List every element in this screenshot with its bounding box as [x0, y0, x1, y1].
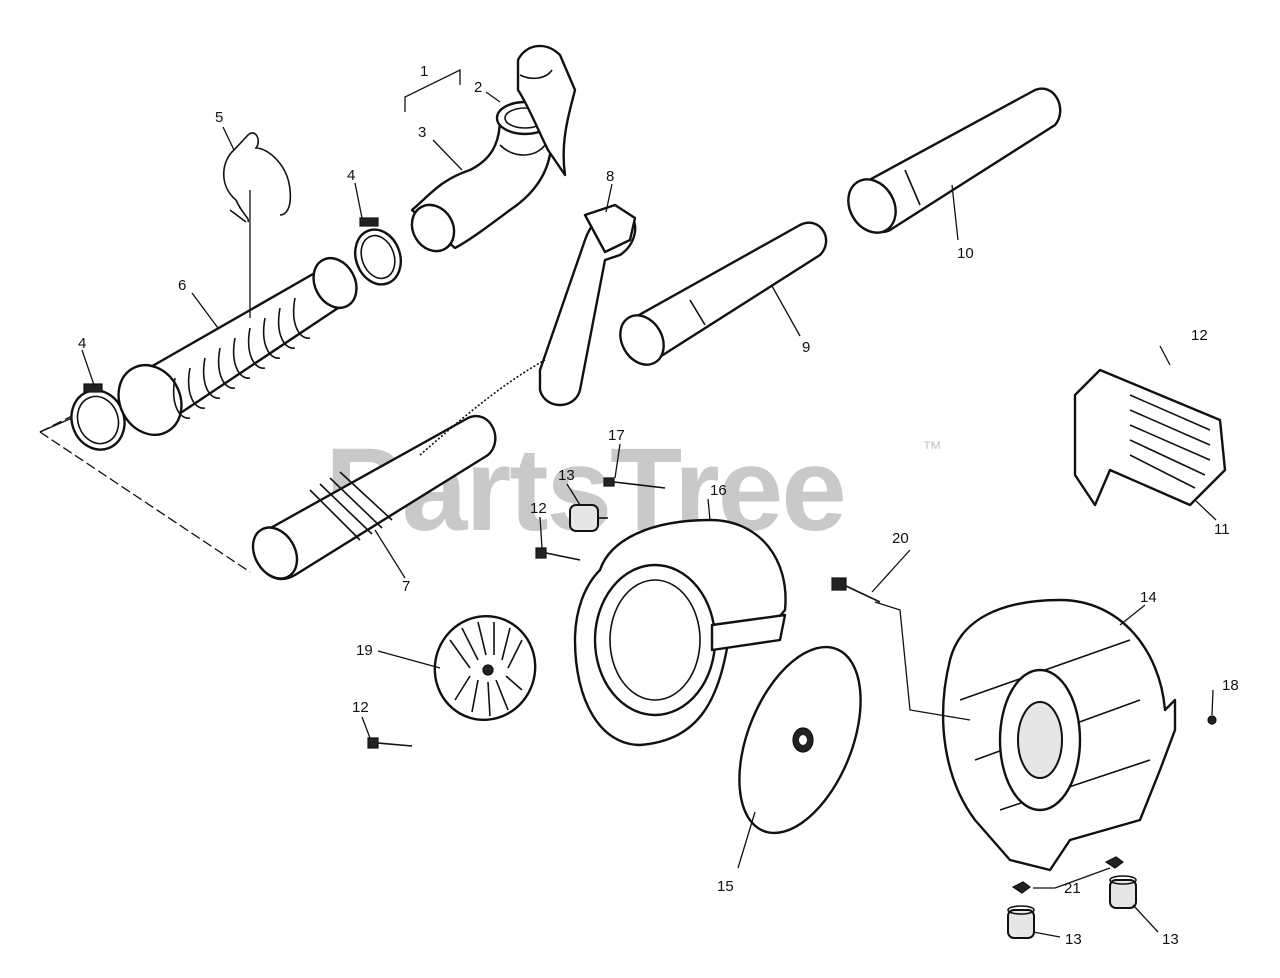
callout-13-lower-right: 13 [1162, 931, 1179, 948]
callout-16: 16 [710, 482, 727, 499]
part-mount-upper[interactable] [569, 504, 608, 532]
callout-9: 9 [802, 339, 810, 356]
part-washers-21[interactable] [1011, 856, 1125, 894]
part-mount-lower-right[interactable] [1109, 875, 1137, 909]
watermark-trademark: ™ [922, 438, 942, 460]
leader-lines [81, 68, 1217, 938]
part-handle[interactable] [419, 203, 637, 456]
callout-11: 11 [1214, 521, 1230, 538]
callout-10: 10 [957, 245, 974, 262]
callout-4-upper: 4 [347, 167, 355, 184]
part-blower-housing[interactable] [573, 518, 787, 747]
part-tube-middle[interactable] [612, 221, 828, 373]
part-screw-12-lower[interactable] [367, 737, 413, 749]
part-cooling-fan[interactable] [421, 603, 548, 733]
callout-5: 5 [215, 109, 223, 126]
part-flex-hose[interactable] [107, 251, 365, 446]
callout-12-upper: 12 [1191, 327, 1208, 344]
part-hose-clip[interactable] [223, 132, 292, 223]
callout-17: 17 [608, 427, 625, 444]
callout-13-lower-left: 13 [1065, 931, 1082, 948]
part-screw-17[interactable] [603, 477, 666, 489]
callout-13-upper: 13 [558, 467, 575, 484]
callout-2: 2 [474, 79, 482, 96]
part-muffler-cover[interactable] [1073, 368, 1227, 507]
assembly-line-left [39, 411, 251, 573]
part-fitting-20[interactable] [831, 577, 881, 603]
callout-12-middle: 12 [530, 500, 547, 517]
callout-15: 15 [717, 878, 734, 895]
part-fitting-top[interactable] [516, 44, 577, 177]
callout-6: 6 [178, 277, 186, 294]
callout-21: 21 [1064, 880, 1081, 897]
part-tube-upper[interactable] [839, 87, 1062, 242]
part-blower-tube-lower[interactable] [244, 415, 497, 586]
part-clamp-upper[interactable] [348, 217, 408, 291]
callout-3: 3 [418, 124, 426, 141]
part-impeller-disc[interactable] [715, 630, 885, 851]
part-nut-18[interactable] [1207, 715, 1217, 725]
callout-4-lower: 4 [78, 335, 86, 352]
callout-18: 18 [1222, 677, 1239, 694]
callout-7: 7 [402, 578, 410, 595]
callout-8: 8 [606, 168, 614, 185]
callout-20: 20 [892, 530, 909, 547]
callout-12-lower: 12 [352, 699, 369, 716]
part-fan-housing[interactable] [941, 598, 1177, 872]
callout-14: 14 [1140, 589, 1157, 606]
callout-1: 1 [420, 63, 428, 80]
part-screw-12-middle[interactable] [535, 547, 581, 561]
part-mount-lower-left[interactable] [1007, 905, 1035, 939]
callout-19: 19 [356, 642, 373, 659]
